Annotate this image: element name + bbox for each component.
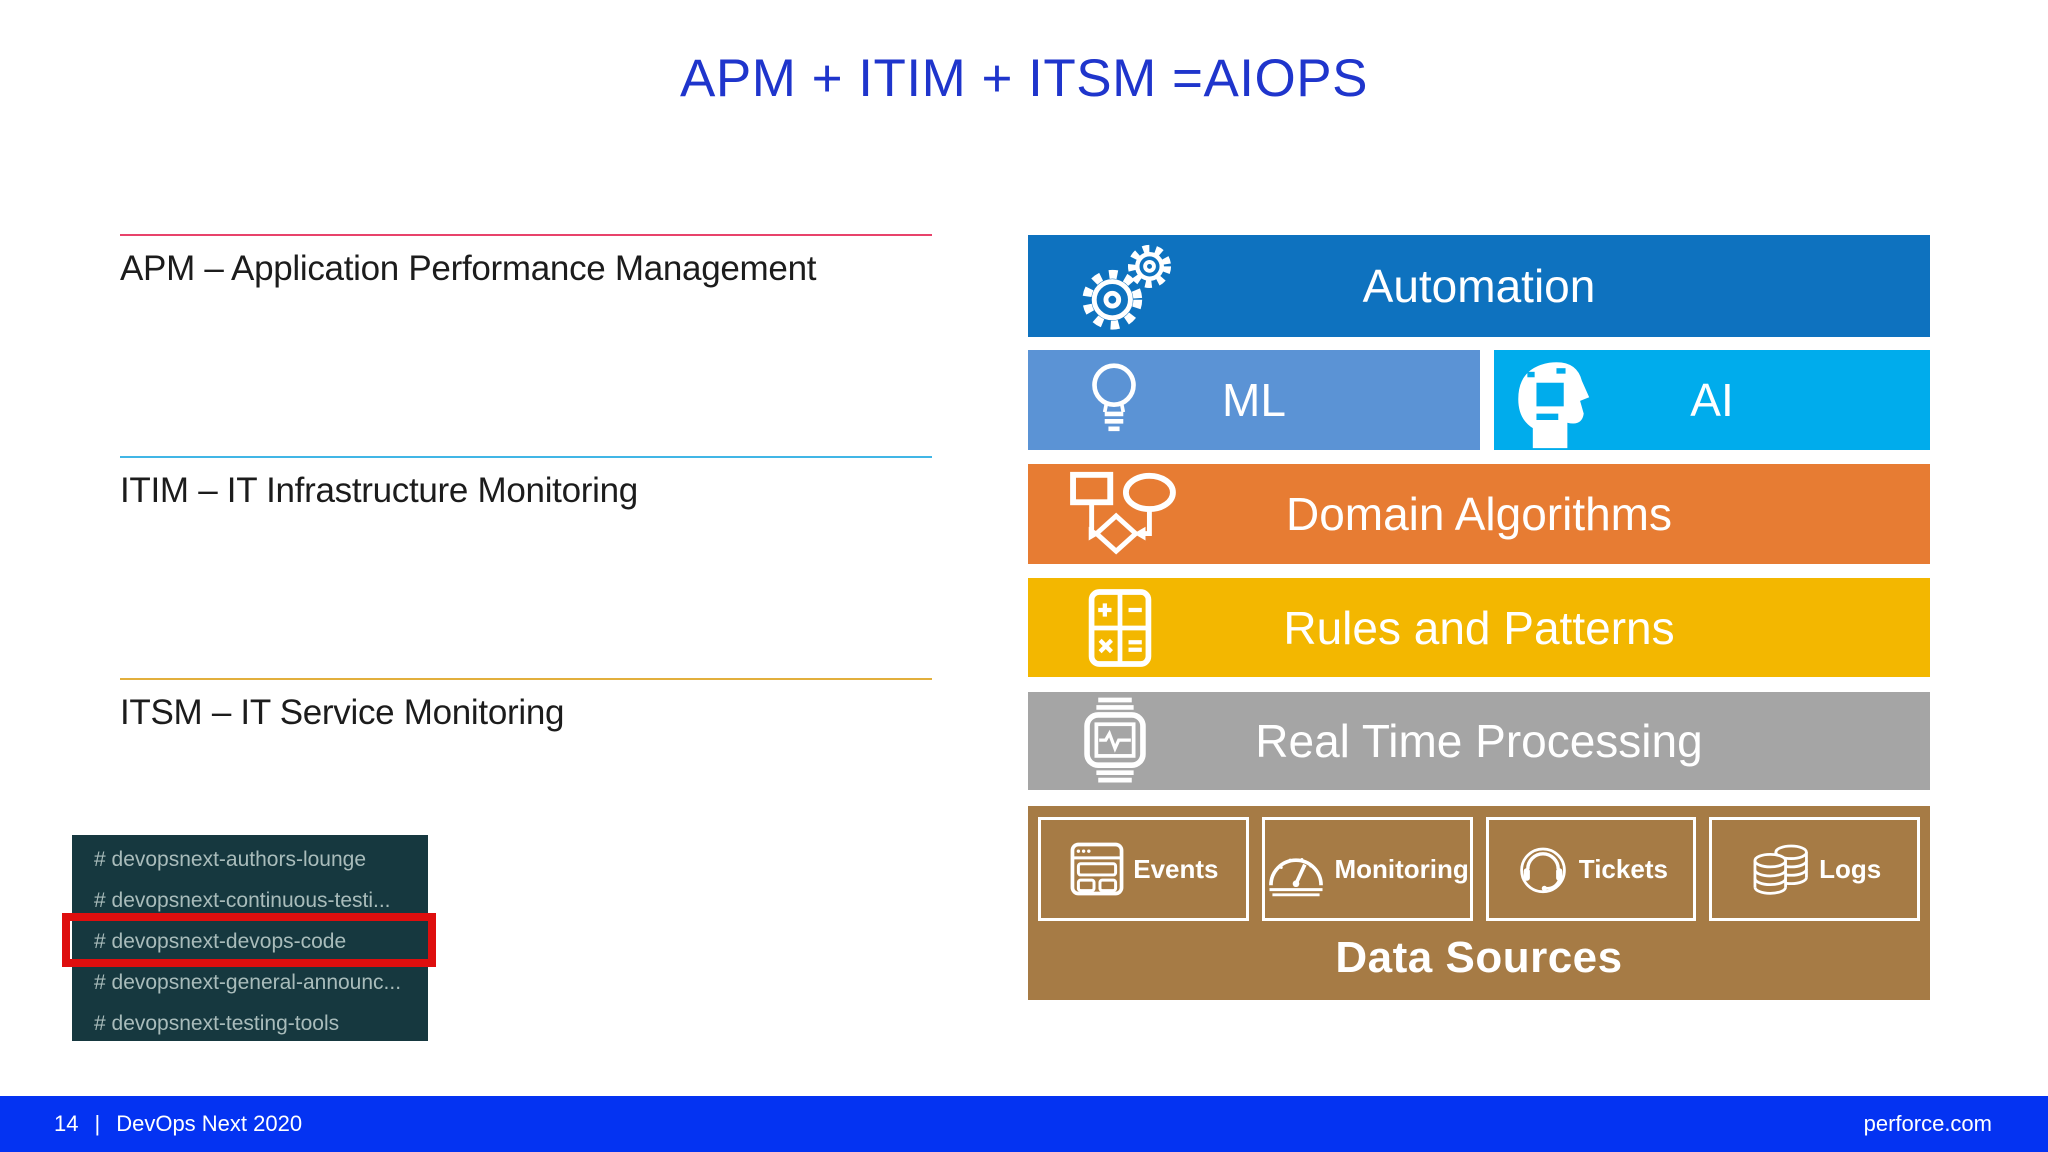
footer-separator: | xyxy=(94,1111,101,1136)
event-name: DevOps Next 2020 xyxy=(116,1111,303,1136)
smartwatch-icon xyxy=(1074,696,1156,786)
headset-icon xyxy=(1514,840,1572,898)
data-sources-title: Data Sources xyxy=(1335,933,1623,982)
rules-patterns-label: Rules and Patterns xyxy=(1283,601,1675,654)
flowchart-icon xyxy=(1058,467,1186,561)
logs-label: Logs xyxy=(1819,853,1882,884)
channel-list: # devopsnext-authors-lounge # devopsnext… xyxy=(72,835,428,1041)
data-source-logs: Logs xyxy=(1709,817,1920,921)
channel-item-authors-lounge: # devopsnext-authors-lounge xyxy=(94,848,367,871)
automation-label: Automation xyxy=(1362,260,1596,312)
data-sources-boxes: Events xyxy=(1028,806,1930,921)
rules-patterns-bar: Rules and Patterns xyxy=(1028,578,1930,677)
circuit-head-icon xyxy=(1508,350,1594,450)
data-source-tickets: Tickets xyxy=(1485,817,1697,921)
definition-itim: ITIM – IT Infrastructure Monitoring xyxy=(120,456,932,511)
definition-itim-label: ITIM – IT Infrastructure Monitoring xyxy=(120,471,638,510)
ml-bar: ML xyxy=(1028,350,1480,450)
database-stack-icon xyxy=(1748,841,1812,897)
channel-item-general-announce: # devopsnext-general-announc... xyxy=(94,971,402,994)
browser-window-icon xyxy=(1068,840,1126,898)
domain-algorithms-bar: Domain Algorithms xyxy=(1028,464,1930,564)
ai-bar: AI xyxy=(1494,350,1930,450)
channel-item-continuous-testing: # devopsnext-continuous-testi... xyxy=(94,889,391,912)
channel-item-devops-code: # devopsnext-devops-code xyxy=(94,930,347,953)
events-label: Events xyxy=(1133,853,1219,884)
automation-bar: Automation xyxy=(1028,235,1930,337)
channel-item-testing-tools: # devopsnext-testing-tools xyxy=(94,1012,340,1035)
data-sources-bar: Events xyxy=(1028,806,1930,1000)
ai-label: AI xyxy=(1690,374,1734,426)
gauge-icon xyxy=(1265,841,1327,897)
footer-left: 14 | DevOps Next 2020 xyxy=(54,1111,302,1137)
data-source-events: Events xyxy=(1038,817,1249,921)
real-time-processing-bar: Real Time Processing xyxy=(1028,692,1930,790)
definition-itsm-label: ITSM – IT Service Monitoring xyxy=(120,693,565,732)
tickets-label: Tickets xyxy=(1578,853,1668,884)
calculator-icon xyxy=(1084,586,1156,670)
red-highlight-box xyxy=(62,913,436,967)
slide-footer: 14 | DevOps Next 2020 perforce.com xyxy=(0,1096,2048,1152)
definition-itsm: ITSM – IT Service Monitoring xyxy=(120,678,932,733)
real-time-processing-label: Real Time Processing xyxy=(1255,715,1703,767)
data-source-monitoring: Monitoring xyxy=(1261,817,1473,921)
gears-icon xyxy=(1068,239,1186,333)
page-number: 14 xyxy=(54,1111,79,1136)
definition-apm-label: APM – Application Performance Management xyxy=(120,249,817,288)
monitoring-label: Monitoring xyxy=(1334,853,1469,884)
aiops-stack-diagram: Automation ML xyxy=(1028,235,1930,1000)
lightbulb-icon xyxy=(1088,358,1140,442)
ml-label: ML xyxy=(1222,374,1286,426)
website-link: perforce.com xyxy=(1863,1111,1992,1136)
definition-apm: APM – Application Performance Management xyxy=(120,234,932,289)
domain-algorithms-label: Domain Algorithms xyxy=(1285,488,1673,540)
slide-title: APM + ITIM + ITSM =AIOPS xyxy=(680,49,1368,108)
